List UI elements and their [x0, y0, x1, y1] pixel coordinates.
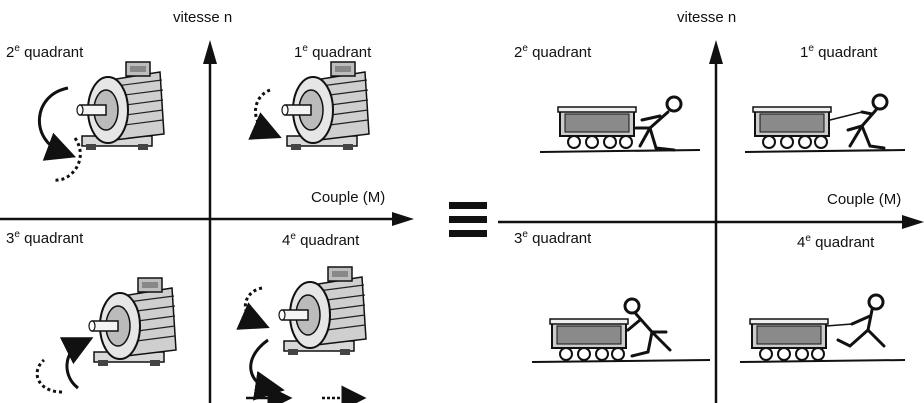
- left-quadrant-1-label: 1e quadrant: [294, 43, 372, 61]
- left-y-arrowhead-icon: [203, 40, 217, 64]
- wagon-q1-scene: [744, 93, 906, 153]
- left-axis-y-label: vitesse n: [173, 9, 233, 26]
- rotation-arrow-q3-dotted-icon: [35, 358, 63, 394]
- rotation-arrow-q4-icon: [249, 338, 285, 401]
- left-axis-x-label: Couple (M): [311, 189, 386, 206]
- equals-sign-icon: [449, 202, 487, 237]
- left-quadrant-4-label: 4e quadrant: [282, 231, 360, 249]
- rotation-arrow-q2-icon: [37, 86, 77, 161]
- left-quadrant-3-label: 3e quadrant: [6, 229, 84, 247]
- left-quadrant-2-label: 2e quadrant: [6, 43, 84, 61]
- right-quadrant-3-label: 3e quadrant: [514, 229, 592, 247]
- right-y-arrowhead-icon: [709, 40, 723, 64]
- wagon-q2-scene: [539, 95, 701, 153]
- left-x-arrowhead-icon: [392, 212, 414, 226]
- right-axis-y-label: vitesse n: [677, 9, 737, 26]
- motor-q3-icon: [88, 277, 177, 367]
- motor-q2-icon: [76, 61, 165, 151]
- motor-q1-icon: [281, 61, 370, 151]
- right-axis-x-label: Couple (M): [827, 191, 902, 208]
- right-x-arrowhead-icon: [902, 215, 924, 229]
- rotation-arrow-q3-icon: [59, 337, 94, 390]
- rotation-arrow-q1-icon: [248, 88, 282, 140]
- rotation-arrow-q2-dotted-icon: [54, 137, 82, 182]
- wagon-q4-scene: [739, 293, 906, 363]
- right-quadrant-4-label: 4e quadrant: [797, 233, 875, 251]
- right-quadrant-1-label: 1e quadrant: [800, 43, 878, 61]
- rotation-arrow-q4-dotted-icon: [236, 286, 270, 330]
- motor-q4-icon: [278, 266, 367, 356]
- wagon-q3-scene: [531, 297, 711, 363]
- right-quadrant-2-label: 2e quadrant: [514, 43, 592, 61]
